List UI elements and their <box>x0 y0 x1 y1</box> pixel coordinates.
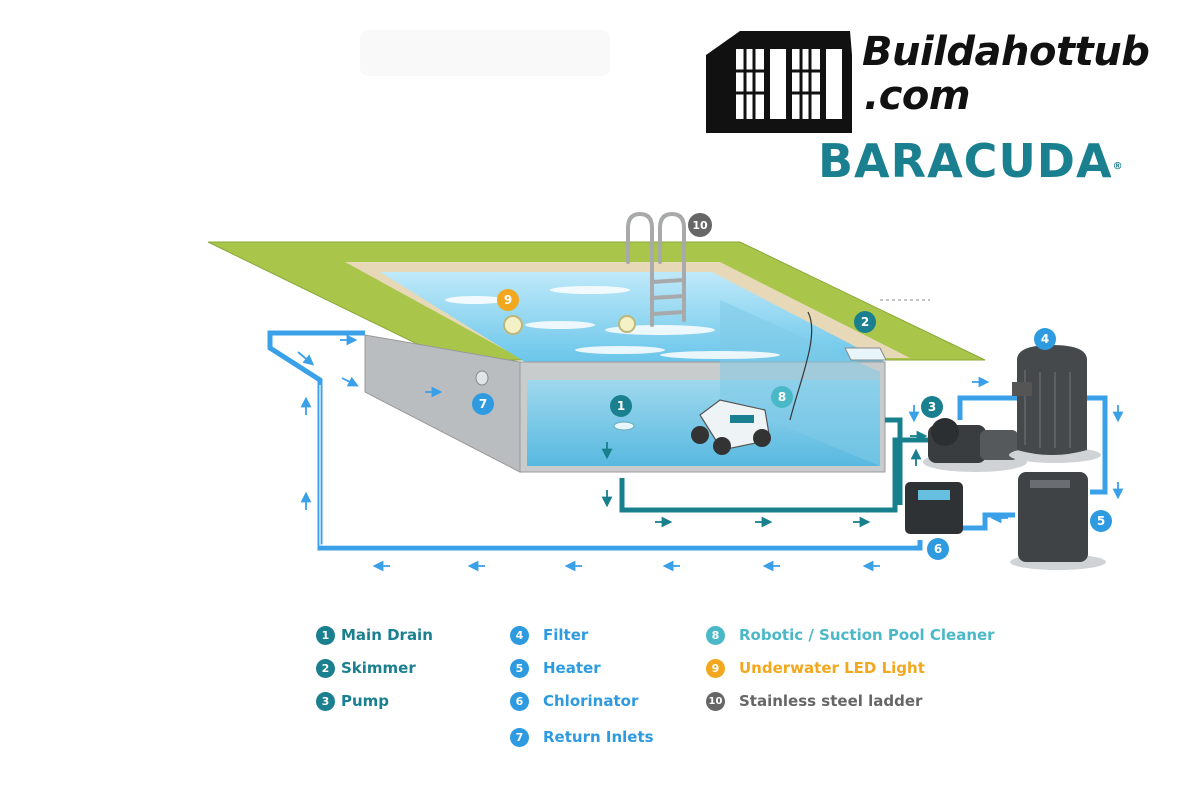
faded-header-box <box>360 30 610 76</box>
marker-8-label: 8 <box>778 390 786 404</box>
suction-pipe <box>619 417 940 513</box>
pool-illustration: 1 2 3 4 5 6 7 8 <box>207 211 1124 572</box>
legend-num-9: 9 <box>706 658 725 678</box>
legend-label-3: Pump <box>341 692 390 710</box>
marker-6: 6 <box>927 538 949 560</box>
legend-item-filter: 4 Filter <box>510 625 588 645</box>
marker-3: 3 <box>921 396 943 418</box>
legend-label-6: Chlorinator <box>543 692 639 710</box>
legend-num-8: 8 <box>706 625 725 645</box>
legend-num-1: 1 <box>316 625 335 645</box>
marker-7: 7 <box>472 393 494 415</box>
skimmer <box>844 347 887 361</box>
marker-6-label: 6 <box>934 542 942 556</box>
baracuda-logo-text: BARACUDA <box>818 134 1113 188</box>
marker-1-label: 1 <box>617 399 625 413</box>
legend-item-led-light: 9 Underwater LED Light <box>706 658 925 678</box>
marker-3-label: 3 <box>928 400 936 414</box>
legend-item-skimmer: 2 Skimmer <box>316 658 416 678</box>
legend-num-7: 7 <box>510 727 529 747</box>
site-logo-text: Buildahottub .com <box>862 30 1182 118</box>
robotic-cleaner <box>691 311 813 455</box>
marker-9-label: 9 <box>504 293 512 307</box>
legend-num-4: 4 <box>510 625 529 645</box>
legend-num-5: 5 <box>510 658 529 678</box>
legend-label-4: Filter <box>543 626 589 644</box>
shed-logo-icon <box>706 31 852 133</box>
site-name-line1: Buildahottub <box>862 29 1150 75</box>
legend-label-8: Robotic / Suction Pool Cleaner <box>739 626 995 644</box>
legend-item-pump: 3 Pump <box>316 691 389 711</box>
registered-mark: ® <box>1112 161 1124 172</box>
legend-item-main-drain: 1 Main Drain <box>316 625 433 645</box>
marker-5: 5 <box>1090 510 1112 532</box>
marker-7-label: 7 <box>479 397 487 411</box>
marker-2: 2 <box>854 311 876 333</box>
baracuda-logo: BARACUDA® <box>818 134 1123 188</box>
marker-9: 9 <box>497 289 519 311</box>
marker-2-label: 2 <box>861 315 869 329</box>
ladder <box>626 211 686 327</box>
marker-10-label: 10 <box>692 219 708 232</box>
marker-8: 8 <box>771 386 793 408</box>
legend-label-5: Heater <box>543 659 601 677</box>
marker-4: 4 <box>1034 328 1056 350</box>
legend-item-return-inlets: 7 Return Inlets <box>510 727 654 747</box>
legend-num-2: 2 <box>316 658 335 678</box>
legend-item-ladder: 10 Stainless steel ladder <box>706 691 922 711</box>
site-name-line2: .com <box>864 73 971 119</box>
marker-4-label: 4 <box>1041 332 1049 346</box>
legend-num-6: 6 <box>510 691 529 711</box>
legend-item-chlorinator: 6 Chlorinator <box>510 691 638 711</box>
heater <box>1010 472 1106 570</box>
legend-label-1: Main Drain <box>341 626 433 644</box>
pump <box>923 418 1027 472</box>
return-inlet <box>475 370 489 386</box>
legend-label-9: Underwater LED Light <box>739 659 925 677</box>
legend-item-heater: 5 Heater <box>510 658 601 678</box>
legend-label-2: Skimmer <box>341 659 416 677</box>
legend-num-3: 3 <box>316 691 335 711</box>
legend-label-10: Stainless steel ladder <box>739 692 923 710</box>
chlorinator <box>905 482 963 534</box>
legend-label-7: Return Inlets <box>543 728 654 746</box>
flow-arrows <box>297 334 1124 572</box>
marker-10: 10 <box>688 213 712 237</box>
legend-num-10: 10 <box>706 691 725 711</box>
legend-item-pool-cleaner: 8 Robotic / Suction Pool Cleaner <box>706 625 995 645</box>
main-drain <box>613 421 635 431</box>
filter <box>1009 345 1101 463</box>
led-lights <box>503 315 636 335</box>
marker-5-label: 5 <box>1097 514 1105 528</box>
marker-1: 1 <box>610 395 632 417</box>
